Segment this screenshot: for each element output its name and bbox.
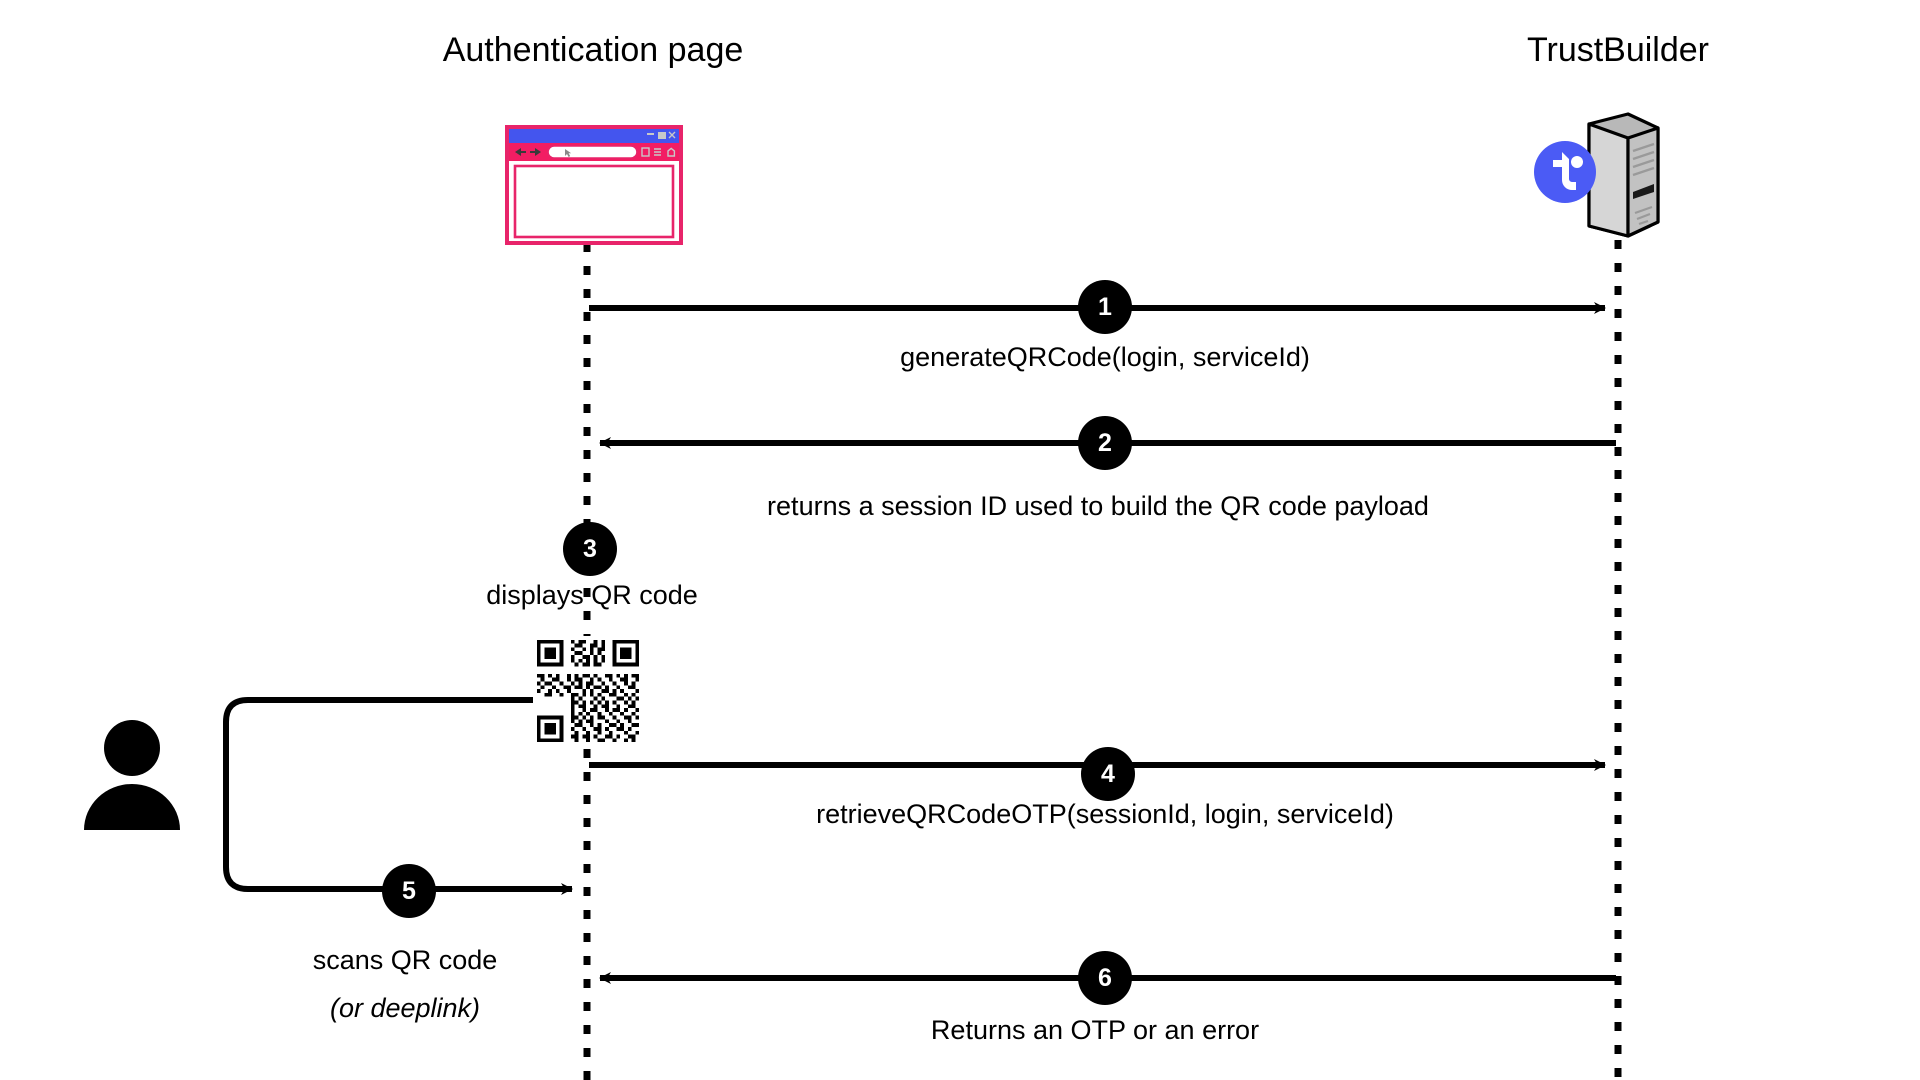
user-person-icon [84, 720, 180, 830]
step-label-3: displays QR code [486, 580, 698, 610]
step-badge-3[interactable]: 3 [563, 522, 617, 576]
server-tower-icon [1534, 112, 1660, 238]
qr-code-icon [533, 636, 643, 746]
lane-title-trustbuilder: TrustBuilder [1526, 31, 1710, 69]
step-label-6: Returns an OTP or an error [930, 1015, 1260, 1045]
lane-title-authentication-page: Authentication page [442, 31, 744, 69]
step-label-5: scans QR code [312, 945, 498, 975]
step-badge-5[interactable]: 5 [382, 864, 436, 918]
step-label-4: retrieveQRCodeOTP(sessionId, login, serv… [816, 799, 1394, 829]
step-label-1: generateQRCode(login, serviceId) [900, 342, 1310, 372]
step-badge-4[interactable]: 4 [1081, 747, 1135, 801]
arrow-step-5 [223, 697, 573, 895]
step-label-2: returns a session ID used to build the Q… [767, 491, 1429, 521]
step-badge-1[interactable]: 1 [1078, 280, 1132, 334]
step-badge-2[interactable]: 2 [1078, 416, 1132, 470]
browser-window-icon [505, 125, 683, 245]
step-label-5-secondary: (or deeplink) [329, 993, 481, 1023]
step-badge-6[interactable]: 6 [1078, 951, 1132, 1005]
